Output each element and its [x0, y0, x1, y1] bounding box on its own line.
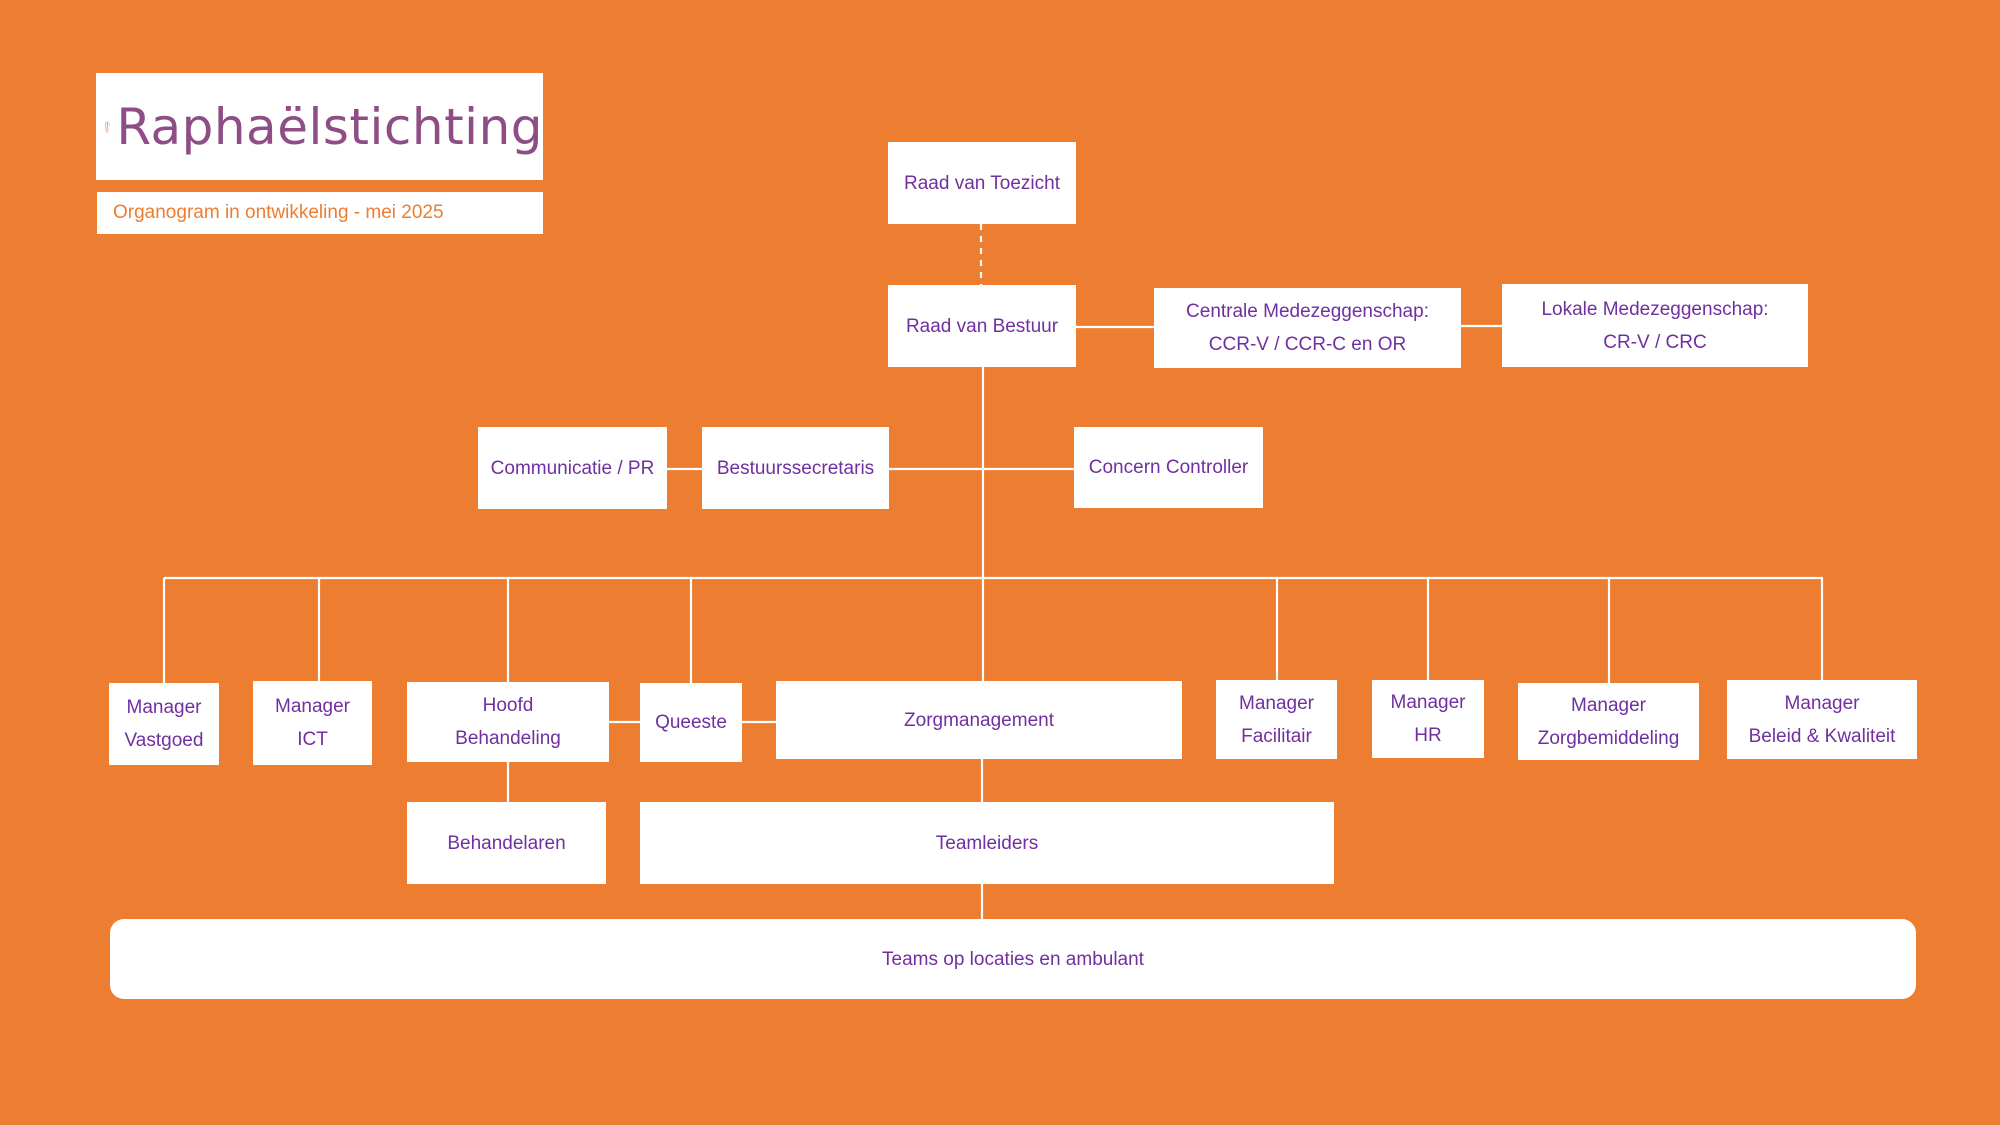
node-label-line: Bestuurssecretaris — [716, 457, 875, 479]
node-queeste: Queeste — [640, 683, 742, 762]
node-label-line: CR-V / CRC — [1603, 331, 1707, 353]
node-label-line: Behandelaren — [447, 832, 566, 854]
node-label-line: Manager — [1390, 692, 1466, 713]
node-label-line: Centrale Medezeggenschap: — [1186, 301, 1429, 322]
node-lokale-medezeggenschap: Lokale Medezeggenschap: CR-V / CRC — [1502, 284, 1808, 367]
node-label-line: ICT — [297, 729, 328, 750]
node-label-line: Behandeling — [455, 728, 561, 749]
page-subtitle: Organogram in ontwikkeling - mei 2025 — [113, 202, 444, 223]
node-label-line: Manager — [1239, 692, 1314, 714]
node-communicatie-pr: Communicatie / PR — [478, 427, 667, 509]
node-label-line: Facilitair — [1241, 725, 1312, 747]
raphael-figure-icon — [104, 120, 110, 133]
node-concern-controller: Concern Controller — [1074, 427, 1263, 508]
node-label-line: Manager — [1784, 692, 1860, 714]
node-teamleiders: Teamleiders — [640, 802, 1334, 884]
node-label-line: Lokale Medezeggenschap: — [1541, 298, 1769, 320]
node-raad-van-bestuur: Raad van Bestuur — [888, 285, 1076, 367]
node-label-line: Queeste — [655, 712, 727, 733]
node-label-line: Manager — [126, 697, 202, 718]
node-label-line: Beleid & Kwaliteit — [1748, 725, 1896, 747]
node-label-line: Vastgoed — [124, 730, 204, 751]
node-label-line: Communicatie / PR — [490, 457, 655, 479]
node-label-line: Raad van Bestuur — [905, 315, 1059, 337]
node-teams-op-locaties: Teams op locaties en ambulant — [110, 919, 1916, 999]
node-label-line: Concern Controller — [1088, 457, 1249, 478]
node-zorgmanagement: Zorgmanagement — [776, 681, 1182, 759]
node-label-line: Manager — [275, 696, 350, 717]
node-label-line: Manager — [1571, 694, 1646, 716]
node-label-line: Teams op locaties en ambulant — [882, 948, 1144, 970]
node-label-line: Zorgmanagement — [904, 709, 1054, 731]
node-bestuurssecretaris: Bestuurssecretaris — [702, 427, 889, 509]
node-label-line: HR — [1414, 725, 1442, 746]
node-label-line: Hoofd — [482, 695, 534, 716]
node-label-line: Teamleiders — [935, 832, 1039, 854]
node-raad-van-toezicht: Raad van Toezicht — [888, 142, 1076, 224]
node-centrale-medezeggenschap: Centrale Medezeggenschap: CCR-V / CCR-C e… — [1154, 288, 1461, 368]
node-label-line: CCR-V / CCR-C en OR — [1208, 334, 1407, 355]
logo-text: Raphaëlstichting — [116, 97, 543, 156]
subtitle-box: Organogram in ontwikkeling - mei 2025 — [97, 192, 543, 234]
logo-box: Raphaëlstichting — [96, 73, 543, 180]
node-label-line: Raad van Toezicht — [904, 172, 1060, 194]
node-behandelaren: Behandelaren — [407, 802, 606, 884]
node-label-line: Zorgbemiddeling — [1537, 727, 1680, 749]
